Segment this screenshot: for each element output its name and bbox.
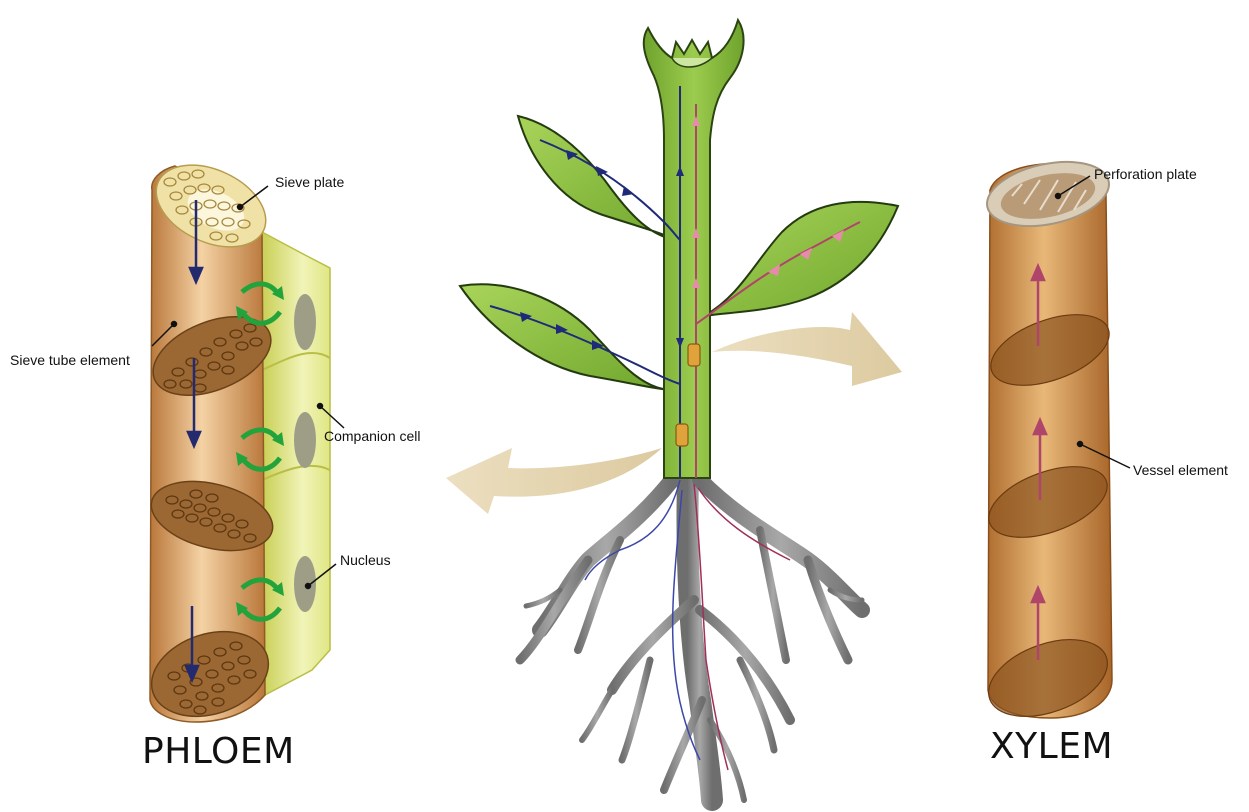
label-sieve-plate: Sieve plate xyxy=(275,174,344,190)
label-perforation-plate: Perforation plate xyxy=(1094,166,1197,182)
title-xylem: XYLEM xyxy=(990,727,1113,767)
label-nucleus: Nucleus xyxy=(340,552,391,568)
companion-nucleus-2 xyxy=(294,412,316,468)
label-vessel-element: Vessel element xyxy=(1133,462,1228,478)
stem xyxy=(644,20,744,478)
plant-illustration xyxy=(460,20,898,800)
phloem-illustration xyxy=(141,149,344,731)
leaf-lower-left xyxy=(460,284,670,390)
roots xyxy=(520,478,862,800)
arrow-to-xylem xyxy=(712,312,902,386)
xylem-illustration xyxy=(978,152,1130,731)
label-companion-cell: Companion cell xyxy=(324,428,421,444)
title-phloem: PHLOEM xyxy=(142,732,295,772)
label-sieve-tube-element: Sieve tube element xyxy=(10,352,130,368)
stem-cell-marker-upper xyxy=(688,344,700,366)
leaf-upper-left xyxy=(518,116,676,240)
leaf-right xyxy=(704,202,898,316)
companion-nucleus-1 xyxy=(294,294,316,350)
vessel-body xyxy=(988,163,1112,718)
arrow-to-phloem xyxy=(446,448,662,514)
stem-cell-marker-lower xyxy=(676,424,688,446)
companion-nucleus-3 xyxy=(294,556,316,612)
